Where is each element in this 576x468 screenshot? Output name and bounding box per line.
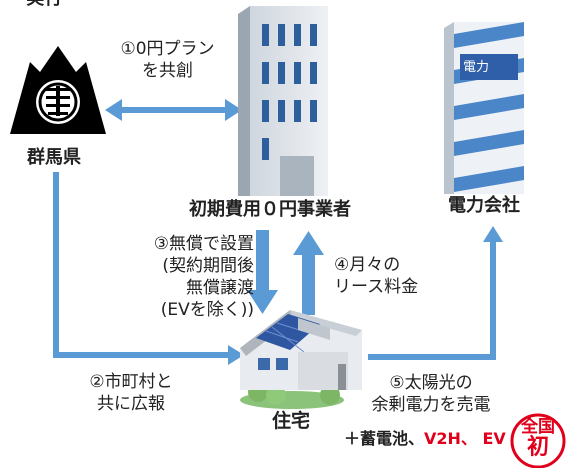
first-nationwide-badge (510, 413, 566, 468)
step1-line2: を共創 (142, 61, 193, 81)
co-create-arrow (105, 99, 242, 121)
lease-arrow (293, 231, 324, 315)
sell-power-arrow (368, 226, 503, 360)
promotion-arrow (53, 172, 244, 365)
step4-label: ④月々の リース料金 (334, 254, 418, 298)
prefecture-label: 群馬県 (27, 147, 81, 168)
house-icon (240, 310, 362, 409)
step4-line1: ④月々の (334, 255, 401, 275)
step2-label: ②市町村と 共に広報 (75, 371, 187, 415)
step2-line1: ②市町村と (89, 372, 173, 392)
step4-line2: リース料金 (334, 277, 419, 297)
step3-line1: ③無償で設置 (153, 234, 254, 254)
badge-bottom: 初 (526, 435, 549, 460)
storage-prefix: ＋蓄電池、 (344, 429, 425, 448)
storage-red: V2H、 EV (424, 429, 506, 448)
utility-building-icon (444, 22, 524, 194)
company-building-icon (238, 6, 328, 196)
step5-label: ⑤太陽光の 余剰電力を売電 (366, 372, 496, 416)
step3-line4: (EVを除く)) (160, 300, 254, 320)
step2-line2: 共に広報 (97, 394, 165, 414)
storage-options: ＋蓄電池、V2H、 EV (344, 428, 506, 450)
step3-line2: (契約期間後 (162, 256, 254, 276)
badge-top: 全国 (521, 417, 555, 437)
house-label: 住宅 (272, 410, 311, 432)
install-arrow (247, 230, 278, 314)
step5-line2: 余剰電力を売電 (371, 395, 491, 415)
company-label: 初期費用０円事業者 (189, 199, 351, 220)
header-title: 〜 実行 (2, 0, 62, 10)
utility-label: 電力会社 (448, 195, 520, 216)
gunma-emblem-icon (10, 46, 106, 134)
step3-line3: 無償譲渡 (186, 278, 254, 298)
step3-label: ③無償で設置 (契約期間後 無償譲渡 (EVを除く)) (104, 233, 254, 321)
step1-label: ①0円プラン を共創 (110, 38, 225, 82)
step1-line1: ①0円プラン (120, 39, 215, 59)
step5-line1: ⑤太陽光の (389, 373, 473, 393)
utility-sign: 電力 (463, 60, 490, 75)
